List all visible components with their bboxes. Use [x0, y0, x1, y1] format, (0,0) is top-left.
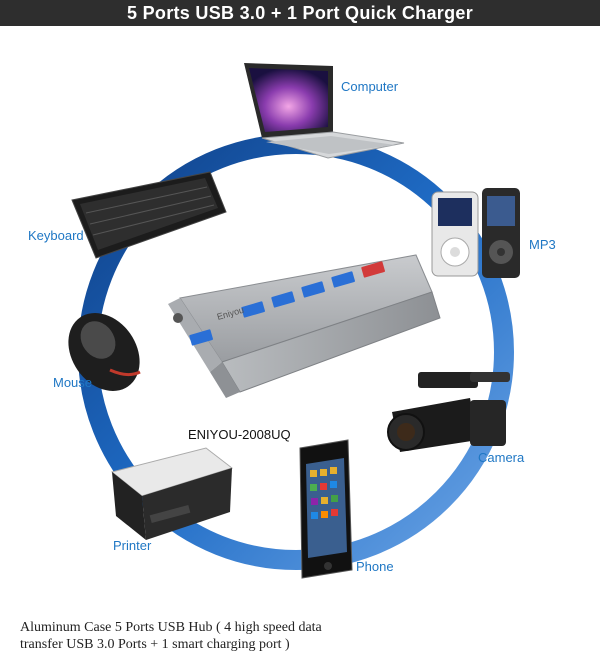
phone-icon [299, 439, 353, 579]
caption-line-1: Aluminum Case 5 Ports USB Hub ( 4 high s… [20, 620, 322, 635]
product-diagram: Eniyou [68, 63, 520, 579]
keyboard-label: Keyboard [28, 228, 84, 243]
caption-line-2: transfer USB 3.0 Ports + 1 smart chargin… [20, 637, 290, 652]
printer-icon [110, 447, 234, 540]
computer-label: Computer [341, 79, 399, 94]
model-label: ENIYOU-2008UQ [188, 427, 291, 442]
camera-label: Camera [478, 450, 525, 465]
product-caption: Aluminum Case 5 Ports USB Hub ( 4 high s… [20, 619, 380, 653]
usb-hub-icon: Eniyou [168, 254, 441, 398]
page-title: 5 Ports USB 3.0 + 1 Port Quick Charger [126, 2, 474, 23]
printer-label: Printer [113, 538, 152, 553]
camera-icon [387, 372, 510, 452]
mp3-player-icon [431, 188, 520, 278]
page-header: 5 Ports USB 3.0 + 1 Port Quick Charger [0, 0, 600, 26]
phone-label: Phone [356, 559, 394, 574]
mouse-icon [68, 313, 141, 391]
mp3-label: MP3 [529, 237, 556, 252]
laptop-icon [244, 63, 405, 159]
keyboard-icon [71, 171, 227, 259]
mouse-label: Mouse [53, 375, 93, 390]
